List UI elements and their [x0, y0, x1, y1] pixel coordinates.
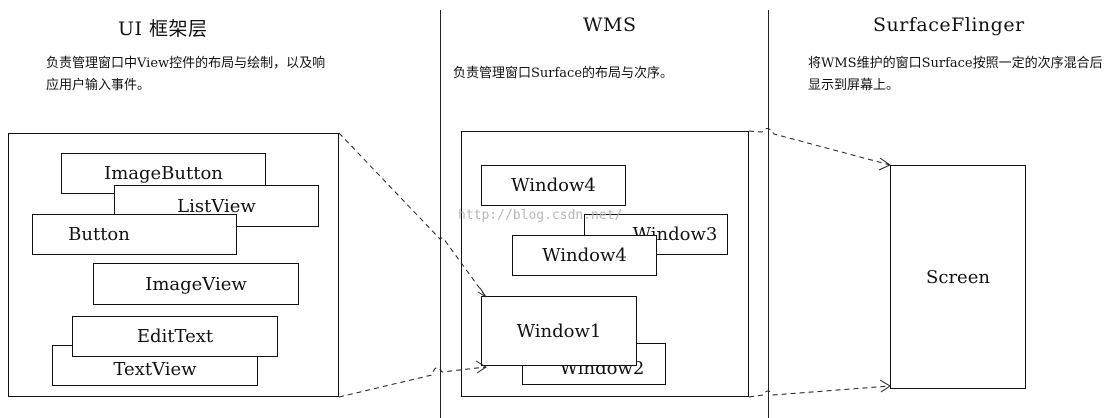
window-4-middle: Window4	[512, 235, 657, 276]
wms-title: WMS	[583, 14, 637, 36]
arrowhead-screen-top	[878, 157, 892, 171]
view-imageview: ImageView	[93, 263, 299, 305]
column-divider-1	[440, 10, 441, 418]
window-1: Window1	[481, 296, 637, 366]
wms-description: 负责管理窗口Surface的布局与次序。	[453, 66, 674, 81]
connector-ui-to-window1	[338, 132, 487, 298]
screen: Screen	[890, 165, 1026, 389]
view-button: Button	[32, 214, 237, 255]
arrowhead-window2	[475, 360, 487, 374]
connector-wms-to-screen-bottom	[748, 385, 891, 398]
arrowhead-screen-bottom	[879, 379, 891, 393]
ui-layer-title: UI 框架层	[118, 18, 208, 40]
arrowhead-window1	[477, 287, 487, 298]
surfaceflinger-title: SurfaceFlinger	[873, 14, 1025, 36]
ui-layer-description: 负责管理窗口中View控件的布局与绘制，以及响应用户输入事件。	[46, 56, 326, 93]
column-divider-2	[768, 10, 769, 418]
watermark-text: http://blog.csdn.net/	[458, 208, 623, 223]
view-edittext: EditText	[72, 316, 278, 357]
surfaceflinger-description: 将WMS维护的窗口Surface按照一定的次序混合后显示到屏幕上。	[808, 56, 1103, 93]
window-4-top: Window4	[481, 165, 626, 206]
connector-ui-to-window2	[338, 366, 487, 398]
connector-wms-to-screen-top	[748, 128, 891, 166]
